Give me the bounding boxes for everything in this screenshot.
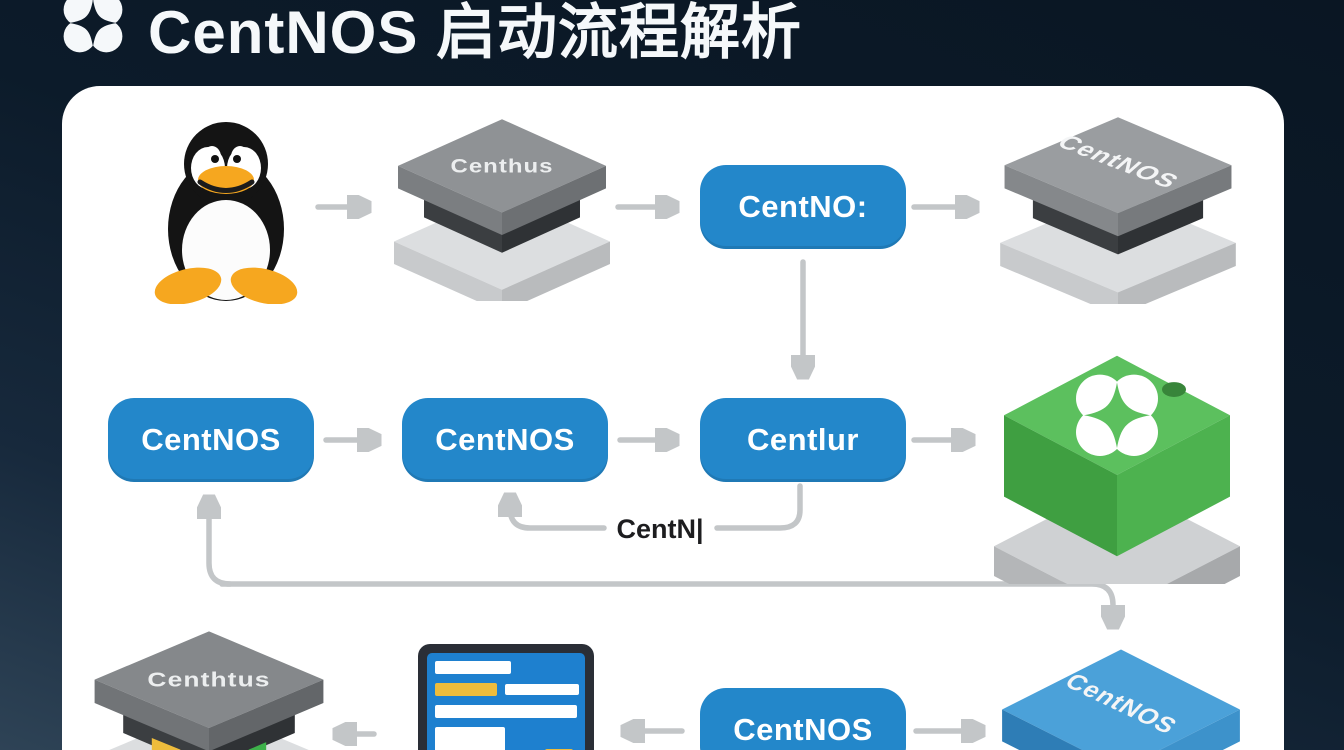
gray-package-stack-3: Centhtus [94, 631, 324, 750]
terminal-screen [427, 653, 585, 750]
page-title: CentNOS 启动流程解析 [148, 0, 803, 66]
loop-label: CentN| [616, 514, 703, 544]
node-row2-2: CentNOS [402, 398, 608, 482]
gray-package-stack-2: CentNOS [1000, 117, 1236, 304]
green-package-box [994, 355, 1240, 584]
screen-bar [435, 683, 497, 696]
monitor-terminal-icon [418, 644, 594, 750]
screen-bar [435, 661, 511, 674]
node-row3-label: CentNOS [733, 712, 873, 747]
flow-arrows: CentN| [62, 86, 1284, 750]
node-kernel: CentNO: [700, 165, 906, 249]
flowchart-card: CentN| [62, 86, 1284, 750]
yellow-port [151, 738, 181, 750]
stack3-label: Centhtus [147, 668, 270, 690]
centos-logo-icon [63, 0, 123, 52]
green-port [248, 742, 267, 750]
node-row2-2-label: CentNOS [435, 422, 575, 457]
loop-line-right [714, 483, 803, 531]
node-row2-3: Centlur [700, 398, 906, 482]
node-row3: CentNOS [700, 688, 906, 750]
node-kernel-label: CentNO: [738, 189, 868, 224]
long-connector-down [219, 581, 1113, 622]
screen-panel [435, 727, 505, 750]
blue-package-box: CentNOS [1002, 649, 1240, 750]
screen-bar [505, 684, 579, 695]
header: CentNOS 启动流程解析 [58, 0, 802, 71]
screen-bar [435, 705, 577, 718]
stack1-label: Centhus [451, 155, 554, 177]
node-row2-1-label: CentNOS [141, 422, 281, 457]
loop-line-left [510, 500, 607, 531]
long-connector-up [209, 502, 233, 587]
centos-logo-icon [1076, 374, 1158, 456]
tux-penguin-icon [154, 122, 298, 304]
gray-package-stack-1: Centhus [394, 119, 610, 301]
node-row2-3-label: Centlur [747, 422, 859, 457]
node-row2-1: CentNOS [108, 398, 314, 482]
